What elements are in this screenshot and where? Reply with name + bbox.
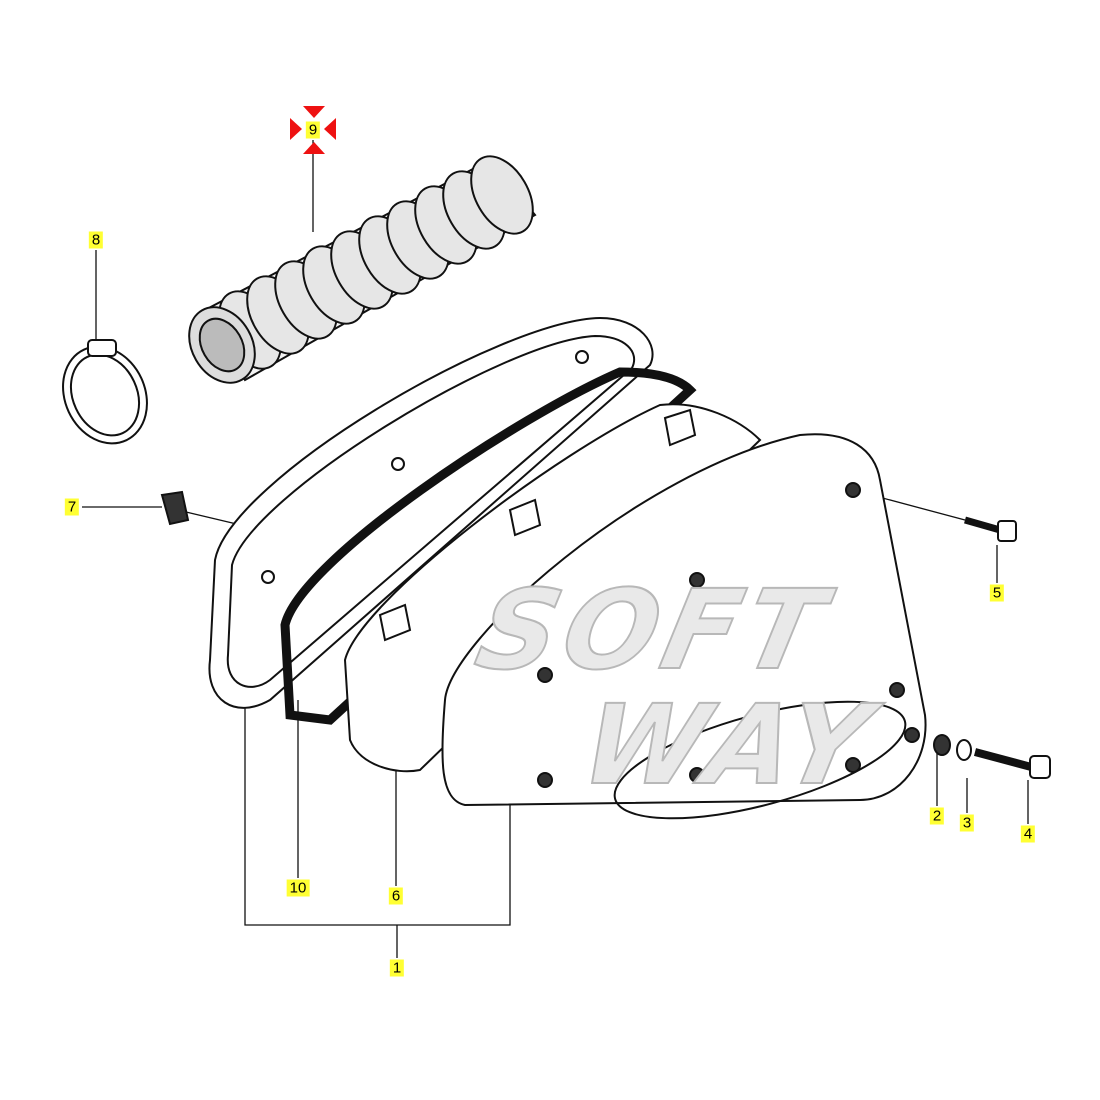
part-10-gasket: [280, 367, 697, 725]
air-filter-cover: [441, 433, 927, 820]
callout-10[interactable]: 10: [286, 879, 310, 897]
callout-1[interactable]: 1: [389, 959, 405, 977]
callout-3[interactable]: 3: [959, 814, 975, 832]
part-9-filter-element: [188, 155, 537, 384]
part-8-hose-clamp: [62, 339, 148, 445]
callout-5[interactable]: 5: [989, 584, 1005, 602]
part-2-washer: [933, 734, 951, 756]
arrow-up-icon: [303, 142, 325, 154]
part-3-washer: [956, 739, 972, 761]
part-4-bolt: [973, 748, 1051, 779]
hose-ring: [470, 155, 534, 235]
callout-9[interactable]: 9: [305, 121, 321, 139]
callout-2[interactable]: 2: [929, 807, 945, 825]
callout-6[interactable]: 6: [388, 887, 404, 905]
callout-8[interactable]: 8: [88, 231, 104, 249]
part-7-clip: [160, 490, 190, 526]
arrow-down-icon: [303, 106, 325, 118]
arrow-right-icon: [290, 118, 302, 140]
callout-4[interactable]: 4: [1020, 825, 1036, 843]
arrow-left-icon: [324, 118, 336, 140]
callout-7[interactable]: 7: [64, 498, 80, 516]
part-5-screw: [964, 516, 1017, 542]
